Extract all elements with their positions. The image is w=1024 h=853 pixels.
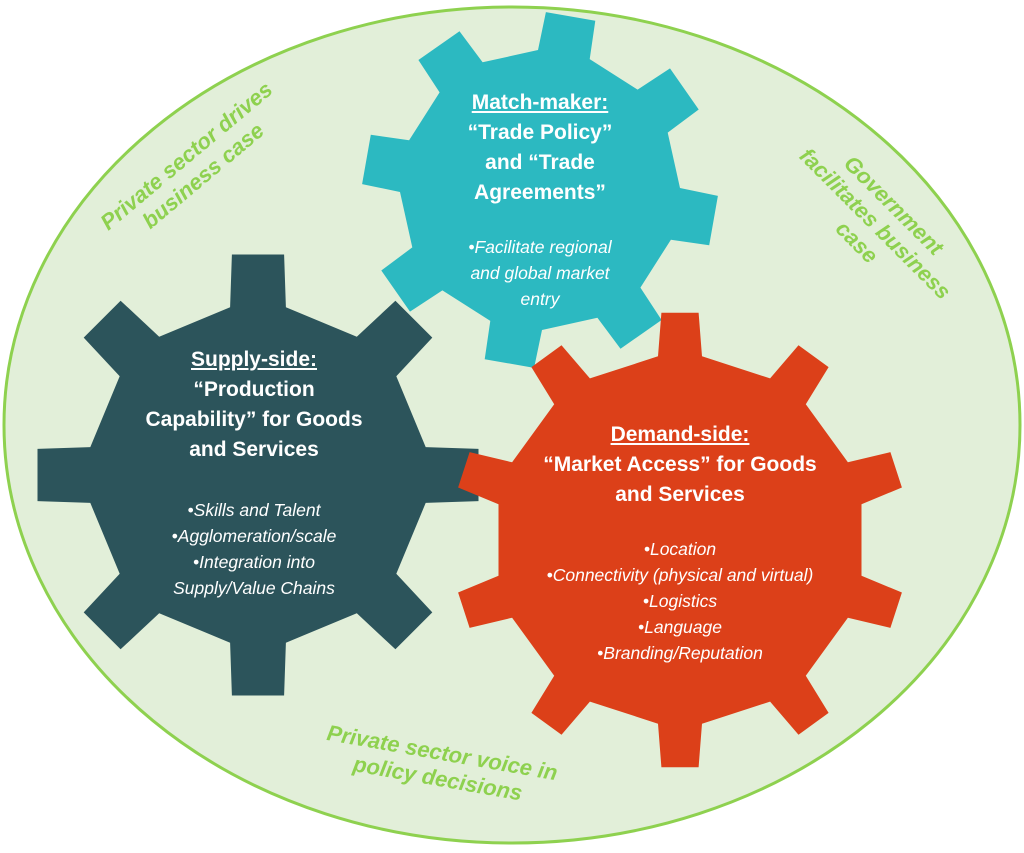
supply-side-title-line: “Production — [193, 378, 315, 401]
demand-side-bullet: •Language — [638, 617, 722, 637]
demand-side-bullet: •Logistics — [642, 591, 718, 611]
demand-side-bullet: •Location — [643, 539, 717, 559]
match-maker-bullet: and global market — [470, 263, 610, 283]
demand-side-bullet: •Connectivity (physical and virtual) — [546, 565, 814, 585]
match-maker-bullets: •Facilitate regional and global market e… — [400, 234, 680, 312]
match-maker-text: Match-maker: “Trade Policy” and “Trade A… — [400, 88, 680, 312]
match-maker-bullet: entry — [520, 289, 560, 309]
supply-side-title-line: Capability” for Goods — [145, 408, 363, 431]
supply-side-text: Supply-side: “Production Capability” for… — [104, 345, 404, 601]
supply-side-title: Supply-side: “Production Capability” for… — [104, 345, 404, 465]
match-maker-gear — [362, 12, 718, 368]
match-maker-bullet: •Facilitate regional — [468, 237, 612, 257]
match-maker-title-line: Agreements” — [474, 181, 606, 204]
supply-side-bullet: •Skills and Talent — [187, 500, 321, 520]
match-maker-title-line: “Trade Policy” — [467, 121, 613, 144]
demand-side-title-line: and Services — [615, 483, 745, 506]
demand-side-bullet: •Branding/Reputation — [597, 643, 763, 663]
demand-side-gear — [458, 312, 902, 768]
demand-side-title-line: “Market Access” for Goods — [543, 453, 817, 476]
demand-side-bullets: •Location •Connectivity (physical and vi… — [500, 536, 860, 666]
demand-side-text: Demand-side: “Market Access” for Goods a… — [500, 420, 860, 666]
match-maker-title-line: and “Trade — [485, 151, 595, 174]
demand-side-title: Demand-side: “Market Access” for Goods a… — [500, 420, 860, 510]
supply-side-bullet: •Agglomeration/scale — [171, 526, 337, 546]
supply-side-bullet: Supply/Value Chains — [173, 578, 335, 598]
supply-side-gear — [37, 254, 479, 696]
match-maker-heading: Match-maker: — [471, 91, 609, 114]
match-maker-title: Match-maker: “Trade Policy” and “Trade A… — [400, 88, 680, 208]
supply-side-bullets: •Skills and Talent •Agglomeration/scale … — [104, 497, 404, 601]
supply-side-heading: Supply-side: — [190, 348, 317, 371]
demand-side-heading: Demand-side: — [610, 423, 750, 446]
supply-side-bullet: •Integration into — [193, 552, 315, 572]
supply-side-title-line: and Services — [189, 438, 319, 461]
